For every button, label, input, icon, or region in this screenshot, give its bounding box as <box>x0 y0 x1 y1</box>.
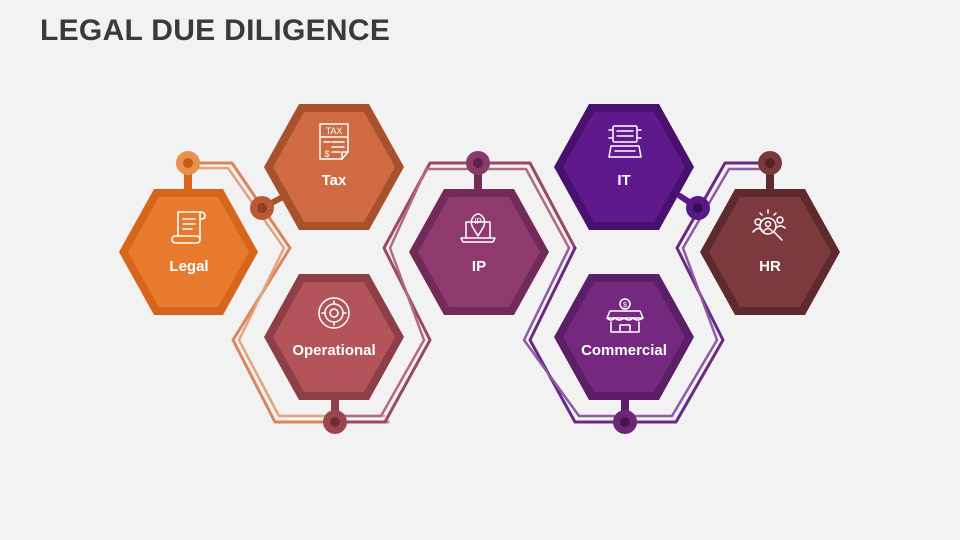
hex-ip[interactable] <box>409 189 549 315</box>
computer-icon <box>608 125 642 158</box>
svg-text:$: $ <box>623 302 627 309</box>
node-label-operational: Operational <box>292 342 375 359</box>
storefront-icon: $ <box>606 298 644 333</box>
node-label-tax: Tax <box>322 172 347 189</box>
connector-orange-inner <box>186 166 386 418</box>
svg-text:IP: IP <box>474 217 482 226</box>
node-label-commercial: Commercial <box>581 342 667 359</box>
hex-hr[interactable] <box>700 189 840 315</box>
node-label-ip: IP <box>472 258 486 275</box>
connector-mauve-outer <box>333 161 577 424</box>
svg-text:TAX: TAX <box>326 126 343 136</box>
scroll-icon <box>171 211 206 244</box>
hex-legal[interactable] <box>119 189 258 315</box>
hex-tax[interactable] <box>264 104 404 230</box>
talent-search-icon <box>752 209 786 241</box>
knob-tax <box>250 196 274 220</box>
node-label-hr: HR <box>759 258 781 275</box>
knob-legal <box>176 151 200 175</box>
knob-commercial <box>613 410 637 434</box>
connector-knobs <box>176 151 782 434</box>
hex-commercial[interactable] <box>554 274 694 400</box>
connector-purple-outer <box>528 161 772 424</box>
knob-it <box>686 196 710 220</box>
hex-operational[interactable] <box>264 274 404 400</box>
node-label-legal: Legal <box>169 258 208 275</box>
knob-operational <box>323 410 347 434</box>
connector-mauve-inner <box>333 167 571 418</box>
slide-title: LEGAL DUE DILIGENCE <box>40 14 391 47</box>
knob-ip <box>466 151 490 175</box>
node-label-it: IT <box>617 172 630 189</box>
gear-cycle-icon <box>318 297 350 329</box>
svg-text:$: $ <box>324 149 329 159</box>
knob-hr <box>758 151 782 175</box>
connector-purple-inner <box>522 167 772 418</box>
tax-document-icon: TAX $ <box>319 123 349 160</box>
ip-laptop-icon: IP <box>460 213 496 243</box>
hex-it[interactable] <box>554 104 694 230</box>
